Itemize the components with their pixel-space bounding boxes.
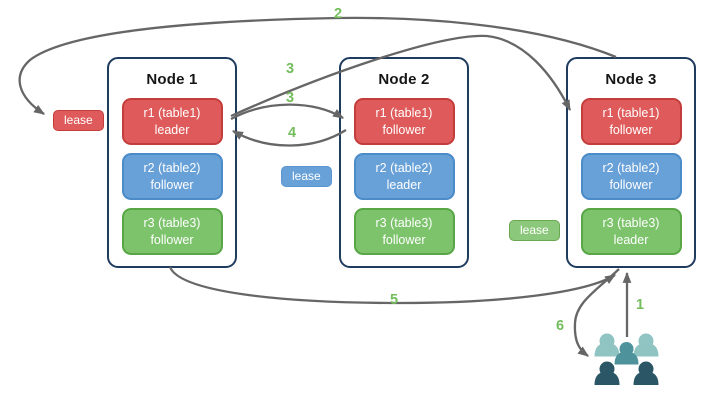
- replica-name: r1 (table1): [375, 106, 433, 120]
- node-3-replica-r2: r2 (table2) follower: [580, 153, 682, 200]
- step-label-6: 6: [556, 318, 565, 334]
- step-label-1: 1: [636, 297, 645, 313]
- replica-name: r3 (table3): [602, 216, 660, 230]
- replica-name: r2 (table2): [375, 161, 433, 175]
- replica-name: r1 (table1): [602, 106, 660, 120]
- node-2-replica-r1: r1 (table1) follower: [353, 98, 455, 145]
- replica-role: follower: [382, 122, 426, 137]
- lease-badge-blue: lease: [281, 166, 332, 187]
- step-label-3a: 3: [286, 61, 295, 77]
- node-1-title: Node 1: [146, 71, 198, 88]
- replica-name: r3 (table3): [375, 216, 433, 230]
- replica-role: follower: [150, 177, 194, 192]
- replica-name: r1 (table1): [143, 106, 201, 120]
- step-label-3b: 3: [286, 90, 295, 106]
- replica-role: leader: [613, 232, 649, 247]
- replica-role: leader: [386, 177, 422, 192]
- node-2-replica-r2: r2 (table2) leader: [353, 153, 455, 200]
- step-label-5: 5: [390, 292, 399, 308]
- arrow-step3-node1-to-node2: [230, 103, 344, 121]
- lease-badge-green: lease: [509, 220, 560, 241]
- replica-role: follower: [609, 122, 653, 137]
- node-3-replica-r1: r1 (table1) follower: [580, 98, 682, 145]
- replica-role: follower: [382, 232, 426, 247]
- step-label-2: 2: [334, 6, 343, 22]
- replica-name: r2 (table2): [143, 161, 201, 175]
- node-3-title: Node 3: [605, 71, 657, 88]
- node-1: Node 1 r1 (table1) leader r2 (table2) fo…: [107, 57, 237, 268]
- replica-role: follower: [609, 177, 653, 192]
- lease-badge-red: lease: [53, 110, 104, 131]
- node-2: Node 2 r1 (table1) follower r2 (table2) …: [339, 57, 469, 268]
- node-3-replica-r3: r3 (table3) leader: [580, 208, 682, 255]
- replica-role: leader: [154, 122, 190, 137]
- replica-name: r3 (table3): [143, 216, 201, 230]
- node-3: Node 3 r1 (table1) follower r2 (table2) …: [566, 57, 696, 268]
- node-1-replica-r2: r2 (table2) follower: [121, 153, 223, 200]
- replica-role: follower: [150, 232, 194, 247]
- node-1-replica-r3: r3 (table3) follower: [121, 208, 223, 255]
- node-2-replica-r3: r3 (table3) follower: [353, 208, 455, 255]
- node-1-replica-r1: r1 (table1) leader: [121, 98, 223, 145]
- step-label-4: 4: [288, 125, 297, 141]
- node-2-title: Node 2: [378, 71, 430, 88]
- replica-name: r2 (table2): [602, 161, 660, 175]
- users-group-icon: [590, 330, 664, 399]
